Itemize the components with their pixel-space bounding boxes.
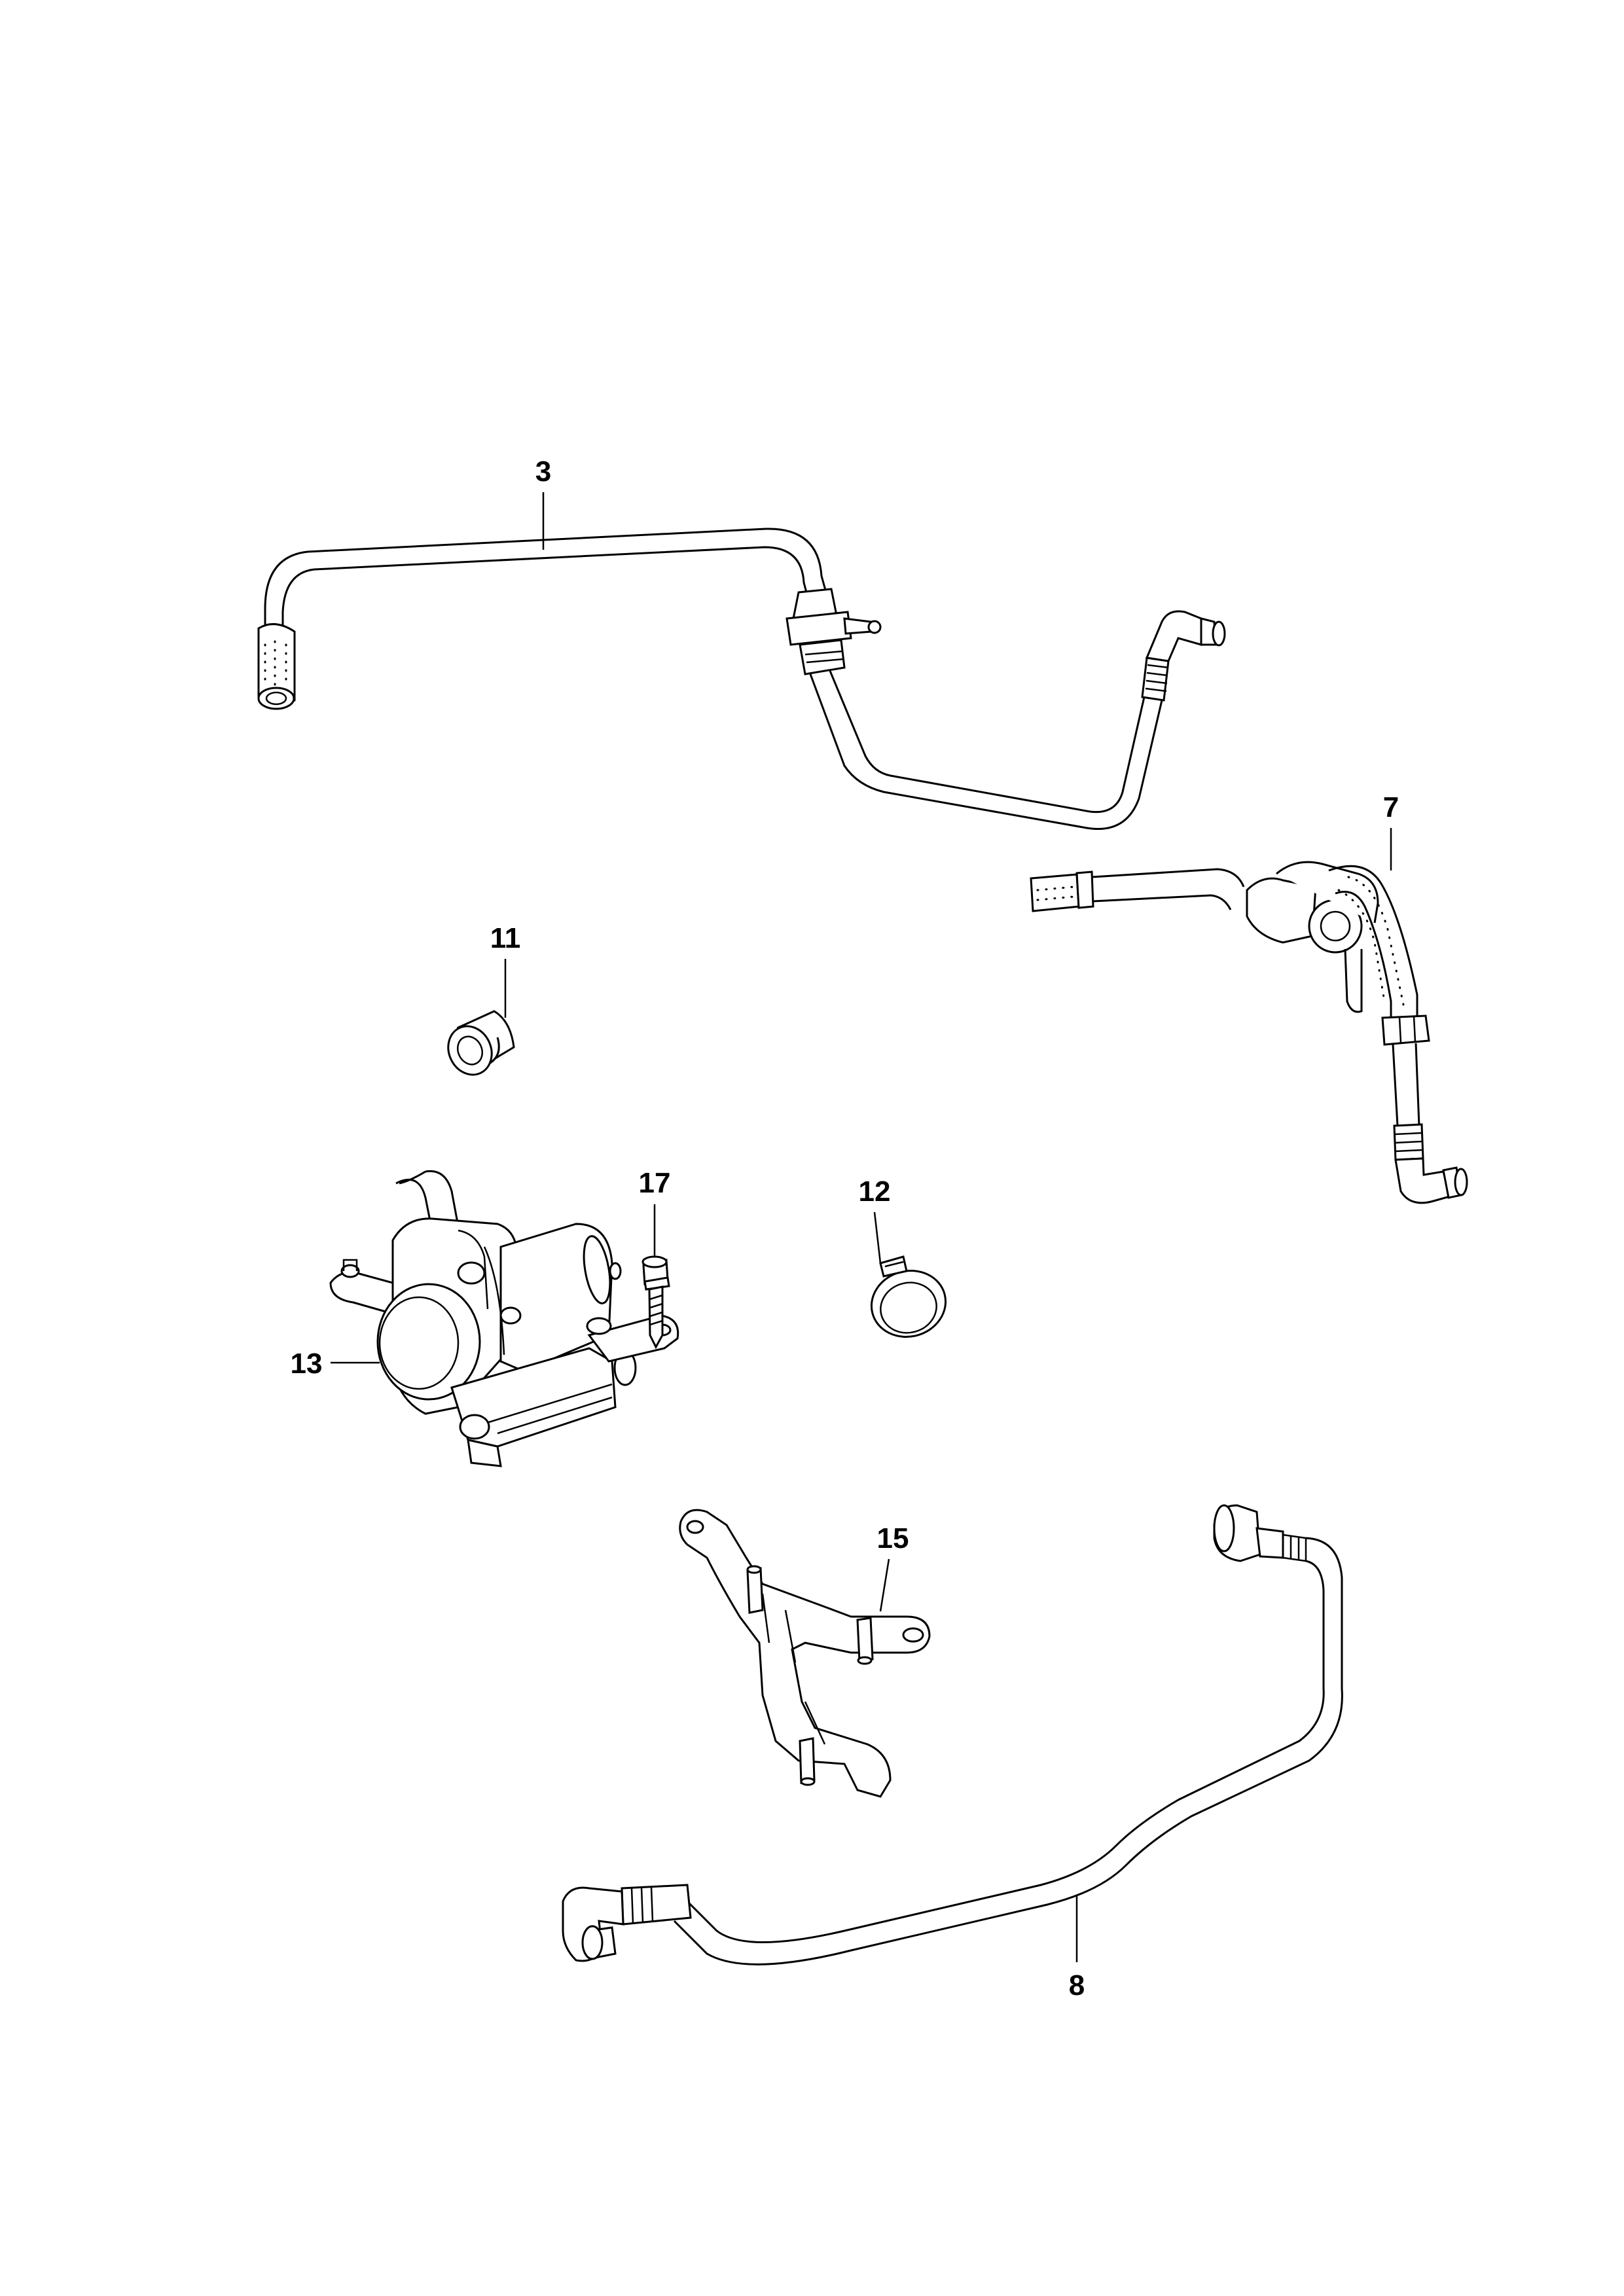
part-3-vacuum-pipe: 3 [257,456,1226,830]
part-7-hose-assembly: 7 [1030,791,1468,1204]
part-13-vacuum-pump: 13 [291,1170,679,1467]
part-8-vacuum-hose: 8 [562,1504,1343,2001]
part-number-15: 15 [877,1522,909,1554]
part-12-hose-clamp: 12 [859,1175,947,1338]
part-number-8: 8 [1069,1969,1085,2001]
part-number-17: 17 [639,1167,671,1199]
part-11-grommet: 11 [447,922,521,1076]
part-number-7: 7 [1383,791,1399,823]
part-number-11: 11 [490,922,521,954]
part-15-bracket: 15 [679,1509,931,1798]
part-17-bolt: 17 [639,1167,671,1350]
part-number-13: 13 [291,1348,323,1380]
part-number-12: 12 [859,1175,891,1208]
part-number-3: 3 [535,456,551,488]
